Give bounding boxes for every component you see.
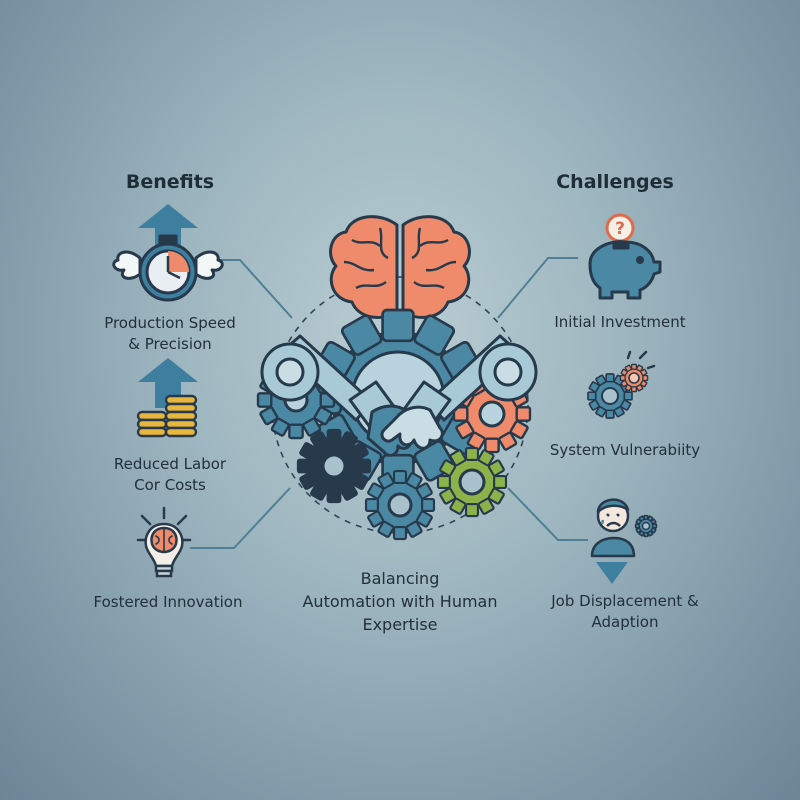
benefit-label-fostered-innovation: Fostered Innovation <box>68 592 268 613</box>
challenge-label-initial-investment: Initial Investment <box>530 312 710 333</box>
benefit-2-line2: Cor Costs <box>134 476 206 494</box>
challenge-3-line1: Job Displacement & <box>551 592 699 610</box>
question-icon: ? <box>605 213 635 243</box>
center-caption-line2: Automation with Human <box>302 592 498 611</box>
benefit-1-line1: Production Speed <box>104 314 236 332</box>
svg-text:?: ? <box>615 219 625 239</box>
benefits-heading: Benefits <box>125 171 215 193</box>
center-caption: Balancing Automation with Human Expertis… <box>280 567 520 636</box>
connector-benefit-3 <box>190 487 291 549</box>
up-arrow-icon-2 <box>138 358 198 408</box>
brain-icon <box>329 215 471 319</box>
benefit-3-line1: Fostered Innovation <box>93 593 243 611</box>
challenges-heading: Challenges <box>556 171 674 193</box>
challenge-label-system-vulnerability: System Vulnerabiity <box>525 440 725 461</box>
challenge-2-line1: System Vulnerabiity <box>549 441 701 459</box>
up-arrow-icon <box>138 204 198 252</box>
piggy-bank-icon <box>588 240 662 300</box>
connector-challenge-1 <box>497 257 578 319</box>
center-caption-line3: Expertise <box>362 615 438 634</box>
center-caption-line1: Balancing <box>360 569 440 588</box>
lightbulb-brain-icon <box>136 506 192 578</box>
benefit-2-line1: Reduced Labor <box>113 455 227 473</box>
challenge-1-line1: Initial Investment <box>554 313 686 331</box>
connector-challenge-3 <box>507 487 588 541</box>
challenge-3-line2: Adaption <box>591 613 659 631</box>
gear-alert-icon <box>587 350 656 419</box>
left-robot-arm <box>260 334 400 432</box>
handshake-icon <box>366 404 444 457</box>
benefit-label-production-speed: Production Speed & Precision <box>80 313 260 355</box>
benefit-label-reduced-labor: Reduced Labor Cor Costs <box>80 454 260 496</box>
stopwatch-icon <box>112 234 224 302</box>
benefit-1-line2: & Precision <box>128 335 212 353</box>
coins-icon <box>136 394 198 438</box>
challenge-label-job-displacement: Job Displacement & Adaption <box>525 591 725 633</box>
worried-worker-icon <box>590 498 658 584</box>
